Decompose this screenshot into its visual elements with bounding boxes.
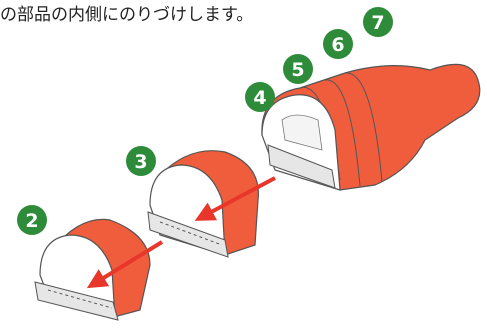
svg-text:5: 5 (291, 59, 304, 81)
arrow-3-to-assembly (194, 176, 276, 221)
svg-text:7: 7 (371, 12, 384, 34)
step-badge-2: 2 (17, 205, 47, 235)
step-badge-5: 5 (283, 54, 313, 84)
svg-text:3: 3 (134, 151, 147, 173)
svg-text:2: 2 (25, 210, 38, 232)
step-badge-6: 6 (323, 29, 353, 59)
assembled-parts-4-7 (261, 63, 481, 191)
part-2 (34, 218, 151, 321)
part-3 (147, 150, 259, 258)
instruction-text: の部品の内側にのりづけします。 (0, 5, 254, 25)
svg-text:6: 6 (331, 34, 344, 56)
step-badge-4: 4 (245, 82, 275, 112)
svg-text:4: 4 (253, 87, 266, 109)
step-badge-7: 7 (363, 7, 393, 37)
step-badge-3: 3 (126, 146, 156, 176)
arrow-2-to-3 (86, 240, 164, 289)
